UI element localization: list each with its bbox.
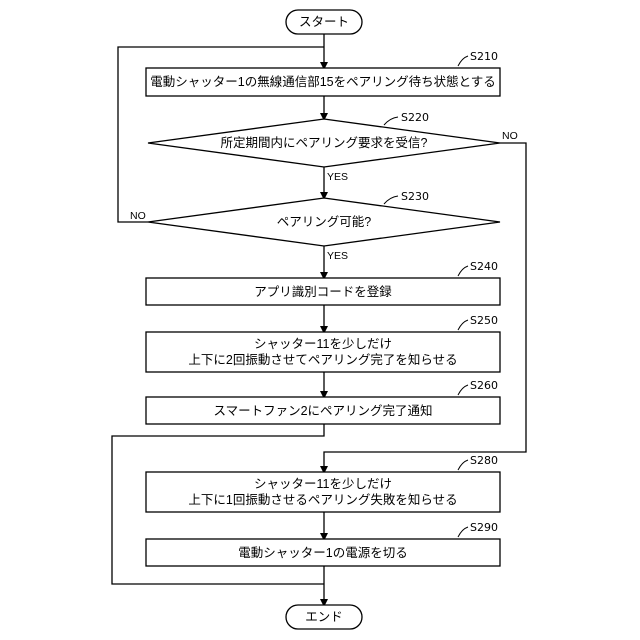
s260-text: スマートファン2にペアリング完了通知 (213, 403, 432, 418)
s220-no-label: NO (502, 130, 518, 142)
s280-text-line2: 上下に1回振動させるペアリング失敗を知らせる (188, 492, 457, 507)
s230-id: S230 (401, 190, 429, 203)
s230-text: ペアリング可能? (277, 215, 372, 229)
s220-yes-label: YES (327, 171, 348, 183)
s220-id: S220 (401, 111, 429, 124)
s290-text: 電動シャッター1の電源を切る (238, 546, 407, 560)
s280-id: S280 (470, 454, 498, 467)
s250-text-line2: 上下に2回振動させてペアリング完了を知らせる (188, 352, 457, 367)
s210-leader (458, 56, 468, 66)
s290-id: S290 (470, 521, 498, 534)
s280-leader (458, 460, 468, 470)
s240-text: アプリ識別コードを登録 (254, 284, 392, 299)
s290-leader (458, 527, 468, 537)
s220-leader (384, 117, 398, 125)
s240-id: S240 (470, 260, 498, 273)
s260-id: S260 (470, 379, 498, 392)
s260-leader (458, 385, 468, 395)
s250-leader (458, 320, 468, 330)
end-label: エンド (305, 610, 343, 624)
s230-leader (384, 196, 398, 204)
s240-leader (458, 266, 468, 276)
s220-text: 所定期間内にペアリング要求を受信? (221, 135, 428, 150)
s210-text: 電動シャッター1の無線通信部15をペアリング待ち状態とする (150, 74, 495, 89)
s280-text-line1: シャッター11を少しだけ (254, 477, 392, 491)
s210-id: S210 (470, 50, 498, 63)
start-label: スタート (299, 15, 349, 29)
s230-yes-label: YES (327, 250, 348, 262)
s250-text-line1: シャッター11を少しだけ (254, 337, 392, 351)
s230-no-label: NO (130, 210, 146, 222)
s250-id: S250 (470, 314, 498, 327)
